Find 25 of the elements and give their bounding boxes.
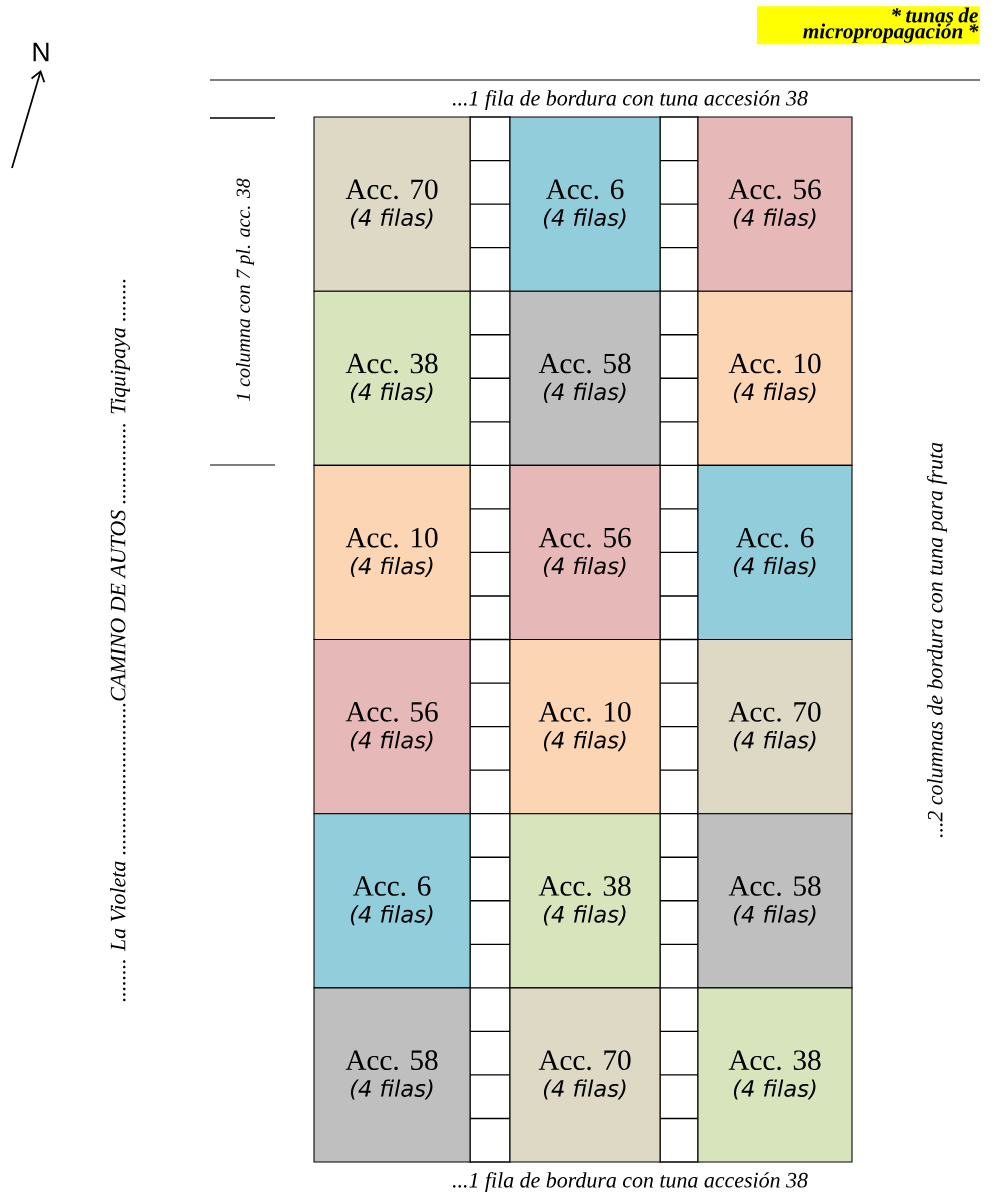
plot-box: Acc. 70 (4 filas) [697,639,853,815]
plot-box: Acc. 10 (4 filas) [509,639,661,815]
plot-box: Acc. 38 (4 filas) [509,813,661,989]
plot-box: Acc. 70 (4 filas) [509,987,661,1163]
north-label: N [33,42,49,62]
column-label: 1 columna con 7 pl. acc. 38 [236,178,255,402]
plot-box: Acc. 10 (4 filas) [697,290,853,466]
plot-box: Acc. 6 (4 filas) [509,116,661,292]
plot-box: Acc. 6 (4 filas) [697,464,853,641]
plot-box: Acc. 38 (4 filas) [313,290,471,466]
plot-box: Acc. 70 (4 filas) [313,116,471,292]
highlighted-note: * tunas de micropropagación * [757,6,980,45]
plot-box: Acc. 38 (4 filas) [697,987,853,1163]
plot-box: Acc. 56 (4 filas) [313,639,471,815]
border-row-label: ...1 fila de bordura con tuna accesión 38 [452,89,808,111]
plot-box: Acc. 10 (4 filas) [313,464,471,641]
plot-box: Acc. 58 (4 filas) [697,813,853,989]
border-row-label: ...1 fila de bordura con tuna accesión 38 [452,1171,808,1193]
plot-box: Acc. 56 (4 filas) [509,464,661,641]
plot-box: Acc. 58 (4 filas) [509,290,661,466]
plot-box: Acc. 56 (4 filas) [697,116,853,292]
border-column-label: ...2 columnas de bordura con tuna para fruta [926,442,948,838]
plot-box: Acc. 58 (4 filas) [313,987,471,1163]
plot-box: Acc. 6 (4 filas) [313,813,471,989]
road-label: ........ La Violeta ............................CAMINO DE AUTOS ............... Tiquipaya ........ [110,279,130,1002]
